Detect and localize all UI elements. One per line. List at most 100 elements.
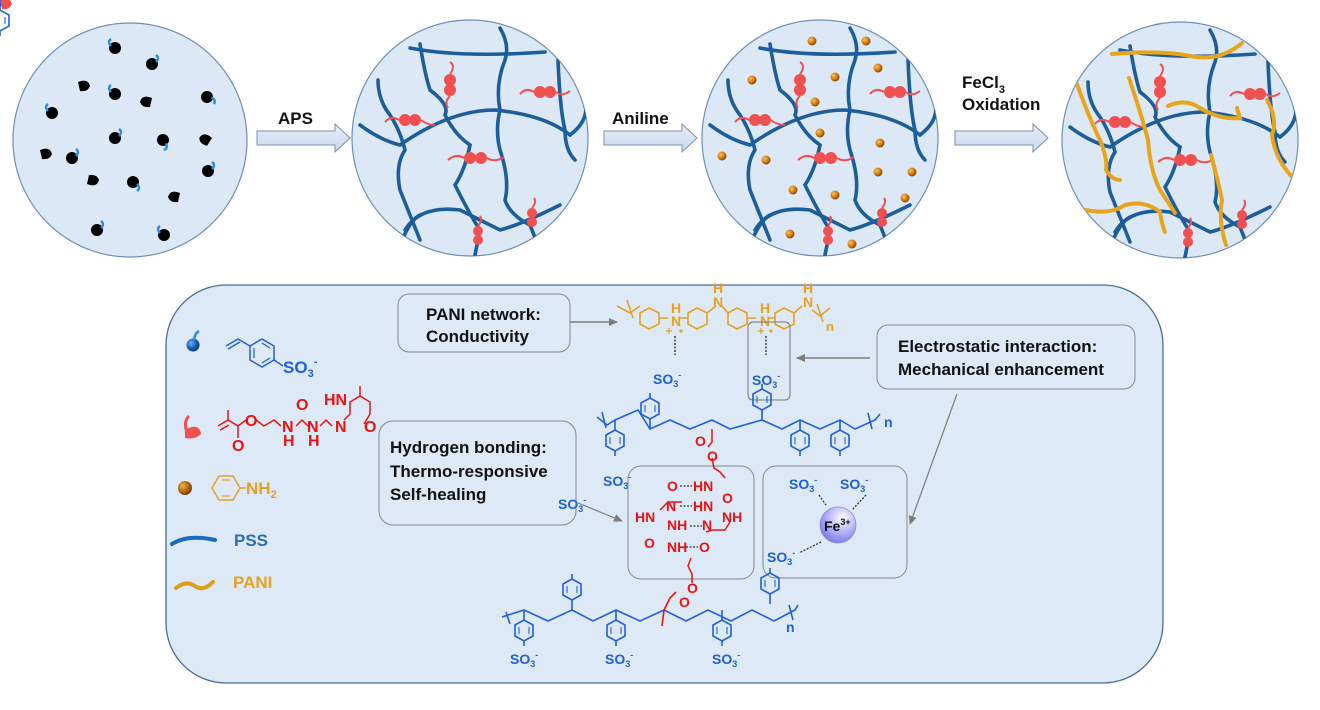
svg-text:HN: HN — [693, 498, 713, 514]
svg-text:Mechanical enhancement: Mechanical enhancement — [898, 360, 1104, 379]
svg-text:Conductivity: Conductivity — [426, 327, 529, 346]
fe-coordination-highlight-box — [762, 465, 908, 579]
pss-backbone-upper — [0, 0, 881, 457]
svg-text:H: H — [308, 433, 320, 450]
pss-chain-icon — [170, 535, 217, 546]
ionic-bond-dashes — [674, 336, 767, 355]
legend-item-aniline: NH2 — [178, 475, 277, 501]
svg-text:O: O — [722, 490, 733, 506]
upy-dimer-highlight-box — [627, 465, 755, 580]
svg-text:SO3-: SO3- — [558, 495, 586, 514]
stage-3-aniline-loaded — [701, 19, 939, 257]
svg-text:O: O — [232, 438, 244, 455]
svg-text:NH: NH — [667, 539, 687, 555]
svg-text:O: O — [699, 539, 710, 555]
ss-monomer-icon — [186, 329, 200, 352]
svg-text:n: n — [826, 319, 834, 334]
upy-monomer-icon — [183, 414, 201, 439]
svg-text:O: O — [679, 594, 690, 610]
legend-item-ss-monomer: SO3- — [186, 329, 318, 380]
arrow-right-icon — [603, 122, 698, 154]
svg-text:n: n — [884, 414, 893, 430]
svg-text:H: H — [671, 300, 681, 316]
pani-structure: H N H N H N H N n — [616, 280, 834, 334]
svg-text:SO3-: SO3- — [605, 650, 633, 669]
callout-hydrogen-bonding: Hydrogen bonding: Thermo-responsive Self… — [378, 420, 623, 526]
svg-text:O: O — [245, 413, 257, 430]
svg-text:O: O — [364, 419, 376, 436]
svg-text:H: H — [283, 433, 295, 450]
fe-coordination: Fe3+ SO3- — [767, 494, 867, 567]
upy-crosslinks — [384, 61, 571, 245]
upy-methacrylate-structure: O O N H O N H HN N O — [217, 386, 376, 455]
step-label-fecl3: FeCl3 — [962, 73, 1005, 96]
pani-chain-icon — [174, 580, 215, 591]
svg-text:Hydrogen bonding:: Hydrogen bonding: — [390, 438, 547, 457]
svg-text:NH: NH — [667, 517, 687, 533]
sulfonate-label: SO3- — [283, 356, 318, 380]
svg-text:SO3-: SO3- — [510, 650, 538, 669]
callout-arrow — [908, 393, 958, 525]
svg-text:N: N — [666, 498, 676, 514]
sulfonate-labels-lower: SO3- SO3- SO3- SO3- n — [510, 495, 795, 669]
svg-text:SO3-: SO3- — [789, 475, 817, 494]
upy-crosslinks — [734, 61, 921, 245]
svg-text:SO3-: SO3- — [752, 371, 780, 390]
svg-text:SO3-: SO3- — [840, 475, 868, 494]
stage-1-monomer-solution — [0, 0, 248, 258]
legend-item-pani: PANI — [174, 573, 272, 592]
legend-item-pss: PSS — [170, 531, 268, 550]
svg-text:Self-healing: Self-healing — [390, 485, 486, 504]
upy-crosslinks — [1094, 63, 1281, 247]
callout-arrow — [577, 502, 623, 522]
fe-ion-icon — [819, 506, 857, 544]
sulfonate-labels-upper: SO3- SO3- SO3- SO3- SO3- n — [603, 370, 893, 494]
callout-electrostatic: Electrostatic interaction: Mechanical en… — [796, 324, 1136, 525]
svg-text:O: O — [296, 397, 308, 414]
mechanism-panel: SO3- O — [0, 0, 1164, 684]
step-fecl3-oxidation: FeCl3 Oxidation — [954, 73, 1049, 154]
network-circle — [351, 19, 589, 257]
stage-2-pss-network — [351, 19, 589, 257]
upy-dimer-structure: O O O HN O N HN HN NH N NH O NH O O O — [635, 429, 742, 610]
svg-text:N: N — [307, 419, 319, 436]
svg-text:Thermo-responsive: Thermo-responsive — [390, 462, 548, 481]
svg-text:H: H — [803, 280, 813, 296]
svg-text:N: N — [671, 313, 681, 329]
legend-item-upy-monomer: O O N H O N H HN N O — [183, 386, 376, 455]
svg-text:Electrostatic interaction:: Electrostatic interaction: — [898, 337, 1097, 356]
fe-ion-label: Fe3+ — [824, 517, 851, 534]
svg-text:SO3-: SO3- — [653, 370, 681, 389]
network-circle — [701, 19, 939, 257]
step-apS: APS — [256, 109, 351, 154]
svg-text:O: O — [644, 535, 655, 551]
svg-text:n: n — [786, 619, 795, 635]
aniline-icon — [178, 481, 192, 495]
step-label-oxidation: Oxidation — [962, 95, 1040, 114]
svg-text:N: N — [760, 313, 770, 329]
svg-text:N: N — [282, 419, 294, 436]
svg-text:NH2: NH2 — [246, 479, 277, 501]
svg-text:SO3-: SO3- — [603, 472, 631, 491]
aniline-structure: NH2 — [211, 475, 277, 501]
svg-text:N: N — [702, 517, 712, 533]
svg-text:SO3-: SO3- — [712, 650, 740, 669]
styrene-sulfonate-structure: SO3- — [225, 338, 318, 380]
legend-label-pss: PSS — [234, 531, 268, 550]
svg-text:HN: HN — [324, 392, 347, 409]
arrow-right-icon — [256, 122, 351, 154]
step-label-aniline: Aniline — [612, 109, 669, 128]
svg-text:PANI network:: PANI network: — [426, 305, 541, 324]
svg-text:N: N — [803, 294, 813, 310]
step-aniline: Aniline — [603, 109, 698, 154]
network-circle — [1061, 21, 1299, 259]
legend: SO3- O — [170, 329, 376, 592]
upy-monomer-icons — [0, 0, 12, 10]
solution-circle — [12, 22, 248, 258]
arrow-right-icon — [954, 122, 1049, 154]
aniline-dots — [717, 36, 917, 249]
svg-text:NH: NH — [722, 509, 742, 525]
svg-text:HN: HN — [635, 509, 655, 525]
svg-text:N: N — [713, 294, 723, 310]
